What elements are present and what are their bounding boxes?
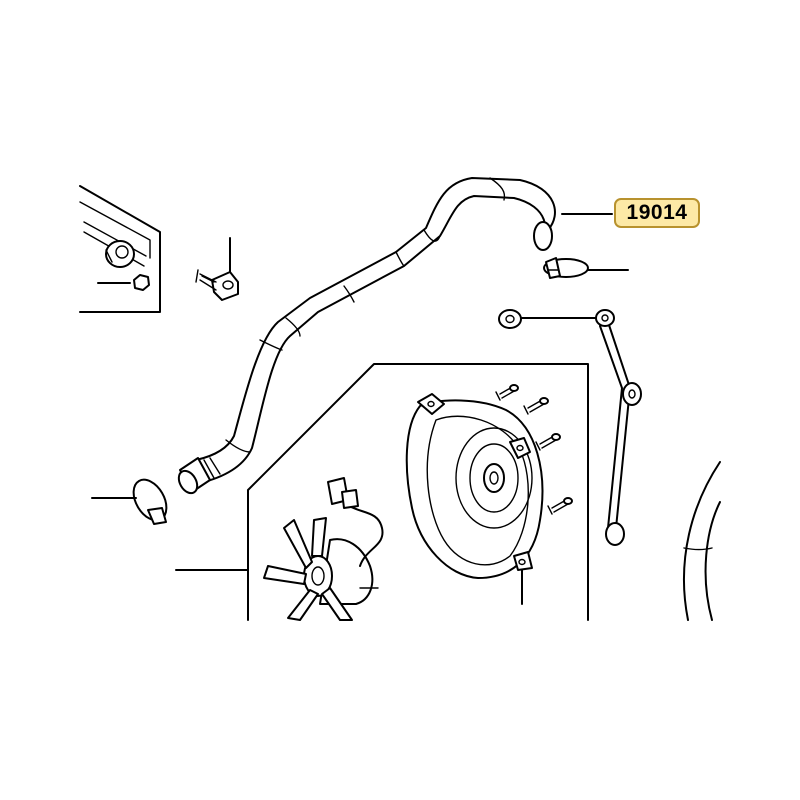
hose-clamp-top-icon (543, 257, 629, 279)
fan-motor (263, 477, 384, 621)
screw-icon (495, 384, 519, 401)
washer-icon (605, 522, 625, 546)
washer-icon (622, 382, 642, 406)
grommet-icon (105, 240, 135, 268)
hose-partial-right (682, 461, 721, 621)
radiator-hose (177, 177, 556, 495)
screw-icon (535, 433, 561, 451)
part-number-label: 19014 (614, 198, 700, 228)
bracket-rod (498, 309, 642, 546)
inset-box-fan (247, 363, 589, 621)
nut-icon (133, 274, 150, 291)
washer-icon (595, 309, 615, 327)
inset-box-top-left (79, 185, 161, 313)
washer-icon (498, 309, 522, 329)
fan-shroud (405, 393, 544, 605)
hose-clamp-bottom-icon (91, 478, 168, 525)
screw-icon (523, 397, 549, 415)
bolt-icon (195, 237, 239, 301)
screw-icon (547, 497, 573, 515)
